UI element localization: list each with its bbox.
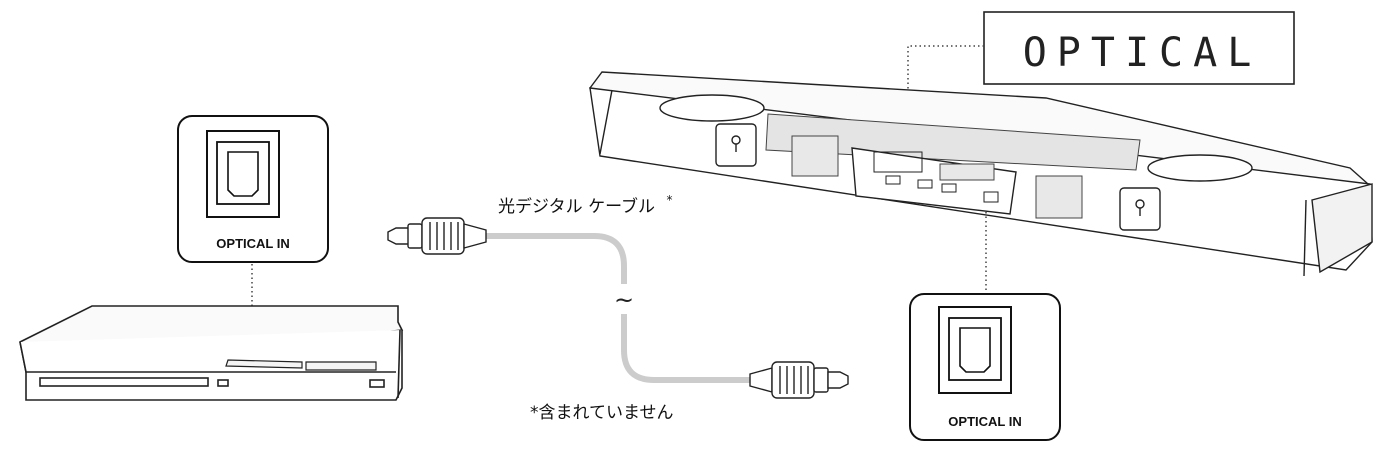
source-port-label: OPTICAL IN bbox=[216, 236, 289, 251]
cable-connector-right bbox=[749, 361, 849, 399]
display-text: OPTICAL bbox=[1023, 30, 1262, 76]
cable-connector-left bbox=[387, 217, 487, 255]
soundbar bbox=[589, 71, 1373, 277]
cable-footnote-marker: * bbox=[666, 193, 672, 207]
optical-cable: ~ bbox=[481, 233, 755, 383]
soundbar-port-label: OPTICAL IN bbox=[948, 414, 1021, 429]
source-player bbox=[19, 305, 404, 401]
cable-label-text: 光デジタル ケーブル bbox=[498, 196, 655, 217]
display-panel: OPTICAL bbox=[983, 11, 1295, 85]
cable-label: 光デジタル ケーブル * bbox=[498, 193, 672, 217]
cable-break-symbol: ~ bbox=[614, 286, 634, 314]
not-included-note: *含まれていません bbox=[530, 403, 673, 423]
soundbar-optical-port: OPTICAL IN bbox=[909, 293, 1061, 441]
source-optical-port: OPTICAL IN bbox=[177, 115, 329, 263]
